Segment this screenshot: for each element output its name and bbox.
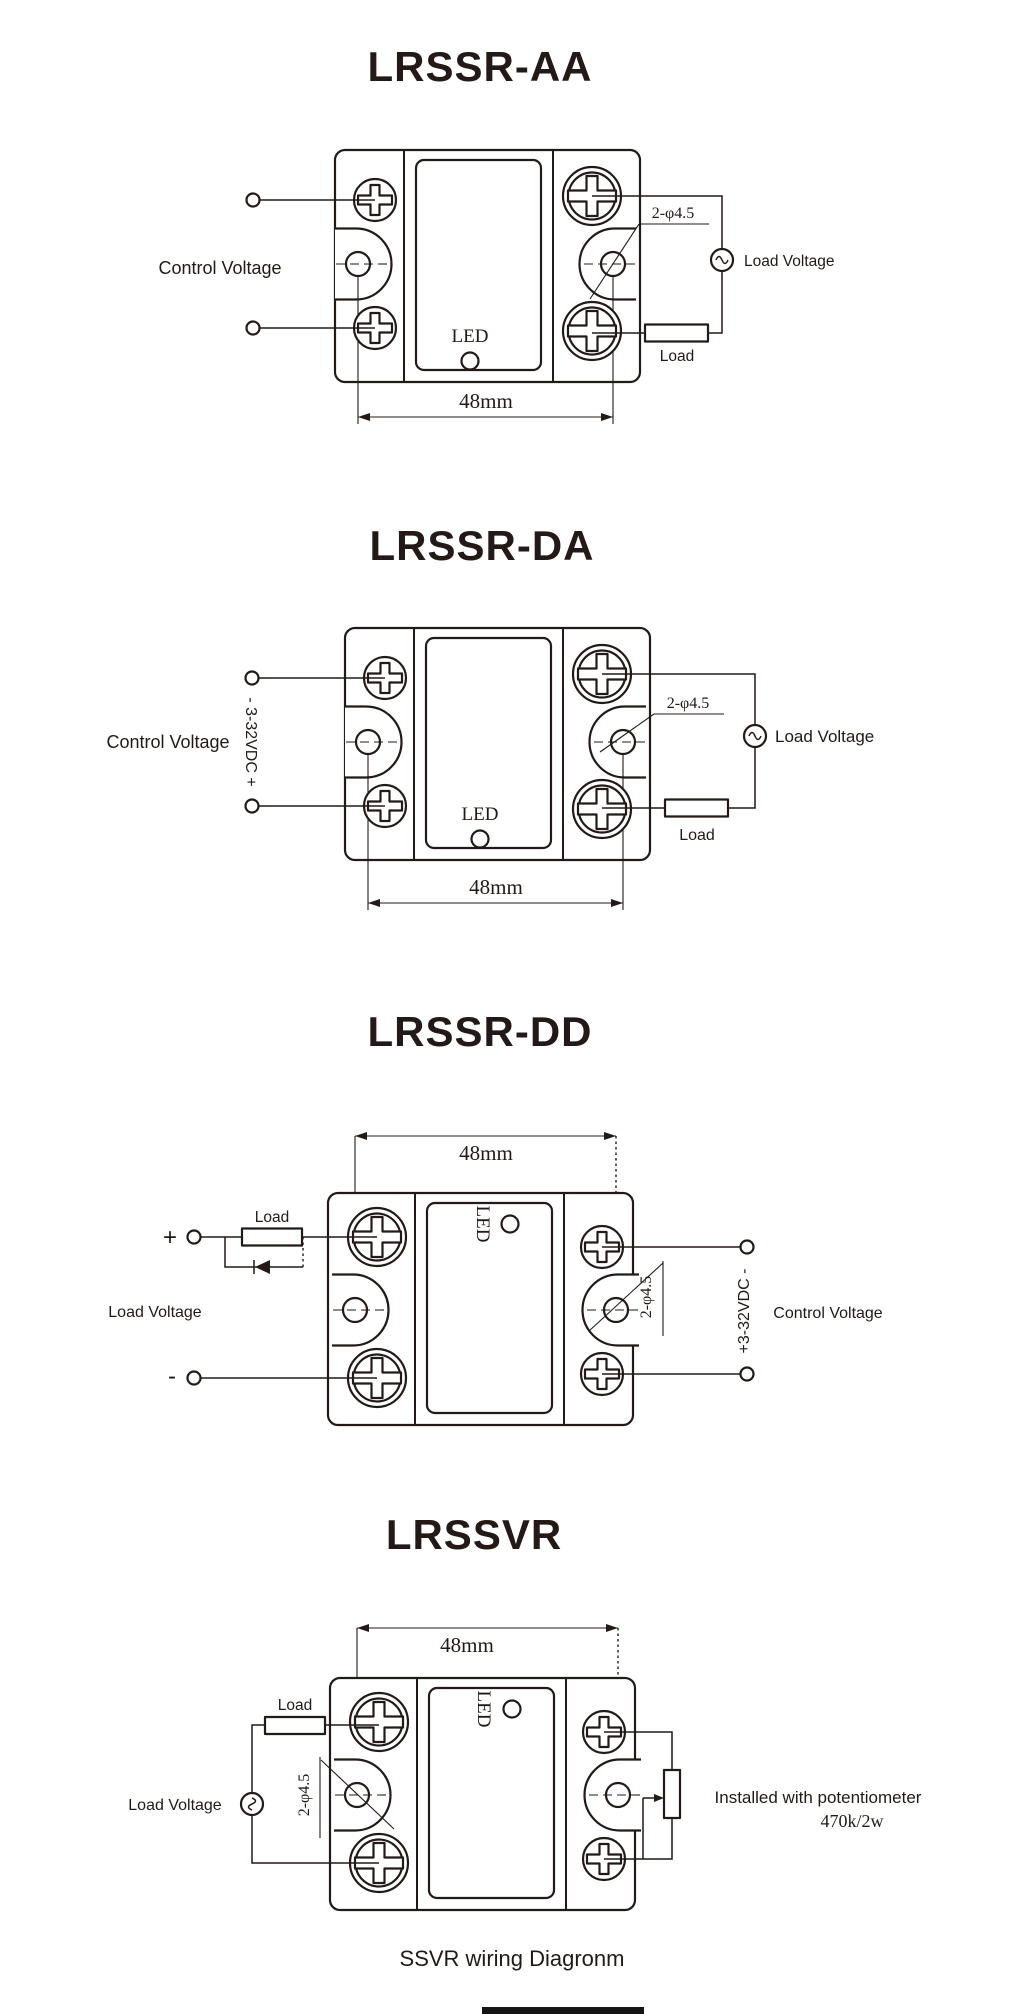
control-voltage-label: Control Voltage bbox=[158, 258, 281, 278]
ac-source-icon bbox=[742, 723, 768, 749]
led-indicator-icon bbox=[500, 1214, 520, 1234]
load-resistor bbox=[240, 1227, 304, 1247]
led-label: LED bbox=[473, 1691, 494, 1728]
led-indicator-icon bbox=[460, 351, 480, 371]
load-label: Load bbox=[660, 348, 694, 365]
wire-terminal-icon bbox=[186, 1229, 202, 1245]
ac-source-icon bbox=[239, 1791, 265, 1817]
potentiometer-icon bbox=[654, 1768, 682, 1820]
hole-callout: 2-φ4.5 bbox=[599, 695, 724, 753]
diagram-title: LRSSR-DA bbox=[370, 522, 595, 569]
led-label: LED bbox=[452, 326, 489, 347]
load-voltage-label: Load Voltage bbox=[108, 1304, 202, 1321]
diode-icon bbox=[253, 1260, 270, 1274]
load-screw-icon bbox=[561, 300, 623, 362]
wire-terminal-icon bbox=[186, 1370, 202, 1386]
wire-terminal-icon bbox=[245, 320, 261, 336]
hole-size-label: 2-φ4.5 bbox=[638, 1276, 655, 1319]
hole-callout: 2-φ4.5 bbox=[589, 205, 709, 300]
control-voltage-label: Control Voltage bbox=[773, 1305, 883, 1322]
wire-terminal-icon bbox=[245, 192, 261, 208]
relay-face bbox=[413, 628, 564, 860]
load-label: Load bbox=[278, 1697, 312, 1714]
wire-terminal-icon bbox=[244, 798, 260, 814]
led-label: LED bbox=[472, 1206, 493, 1243]
dimension-label: 48mm bbox=[459, 1141, 513, 1165]
diagram-lrssr-dd: LRSSR-DD 48mm bbox=[108, 1008, 883, 1427]
diagram-lrssvr: LRSSVR 48mm bbox=[128, 1511, 922, 1912]
load-voltage-label: Load Voltage bbox=[128, 1797, 222, 1814]
wire-terminal-icon bbox=[739, 1239, 755, 1255]
hole-callout: 2-φ4.5 bbox=[296, 1757, 395, 1838]
cropped-footer-bar bbox=[482, 2007, 644, 2014]
caption: SSVR wiring Diagronm bbox=[400, 1946, 625, 1971]
load-voltage-label: Load Voltage bbox=[744, 253, 835, 270]
minus-label: - bbox=[168, 1363, 176, 1390]
plus-label: + bbox=[163, 1224, 177, 1251]
diagram-title: LRSSR-DD bbox=[368, 1008, 593, 1055]
load-resistor bbox=[263, 1715, 327, 1736]
ac-source-icon bbox=[709, 247, 735, 273]
hole-size-label: 2-φ4.5 bbox=[652, 205, 695, 222]
hole-size-label: 2-φ4.5 bbox=[667, 695, 710, 712]
potentiometer-note: Installed with potentiometer bbox=[715, 1788, 922, 1807]
load-resistor bbox=[643, 323, 710, 343]
diagram-lrssr-aa: LRSSR-AA 48mm bbox=[158, 43, 835, 424]
relay-face bbox=[416, 1678, 567, 1910]
control-polarity-label: - 3-32VDC + bbox=[242, 697, 259, 786]
dimension-label: 48mm bbox=[459, 389, 513, 413]
led-indicator-icon bbox=[470, 829, 490, 849]
led-indicator-icon bbox=[502, 1699, 522, 1719]
control-voltage-label: Control Voltage bbox=[106, 732, 229, 752]
dimension-48mm: 48mm bbox=[367, 754, 624, 910]
load-resistor bbox=[663, 798, 730, 818]
hole-size-label: 2-φ4.5 bbox=[296, 1774, 313, 1817]
relay-face bbox=[414, 1193, 565, 1425]
diagram-title: LRSSR-AA bbox=[368, 43, 593, 90]
dimension-label: 48mm bbox=[469, 875, 523, 899]
diagram-lrssr-da: LRSSR-DA 48mm bbox=[106, 522, 874, 910]
led-label: LED bbox=[462, 804, 499, 825]
control-polarity-label: +3-32VDC - bbox=[736, 1269, 753, 1354]
load-screw-icon bbox=[348, 1691, 410, 1753]
dimension-48mm: 48mm bbox=[357, 276, 614, 424]
wire-terminal-icon bbox=[739, 1366, 755, 1382]
dimension-label: 48mm bbox=[440, 1633, 494, 1657]
diagram-title: LRSSVR bbox=[386, 1511, 562, 1558]
load-screw-icon bbox=[571, 778, 633, 840]
potentiometer-value: 470k/2w bbox=[821, 1811, 884, 1831]
wire-terminal-icon bbox=[244, 670, 260, 686]
load-label: Load bbox=[679, 827, 715, 844]
relay-face bbox=[403, 150, 554, 382]
load-label: Load bbox=[255, 1209, 289, 1226]
load-voltage-label: Load Voltage bbox=[775, 727, 874, 746]
hole-callout: 2-φ4.5 bbox=[588, 1261, 664, 1336]
